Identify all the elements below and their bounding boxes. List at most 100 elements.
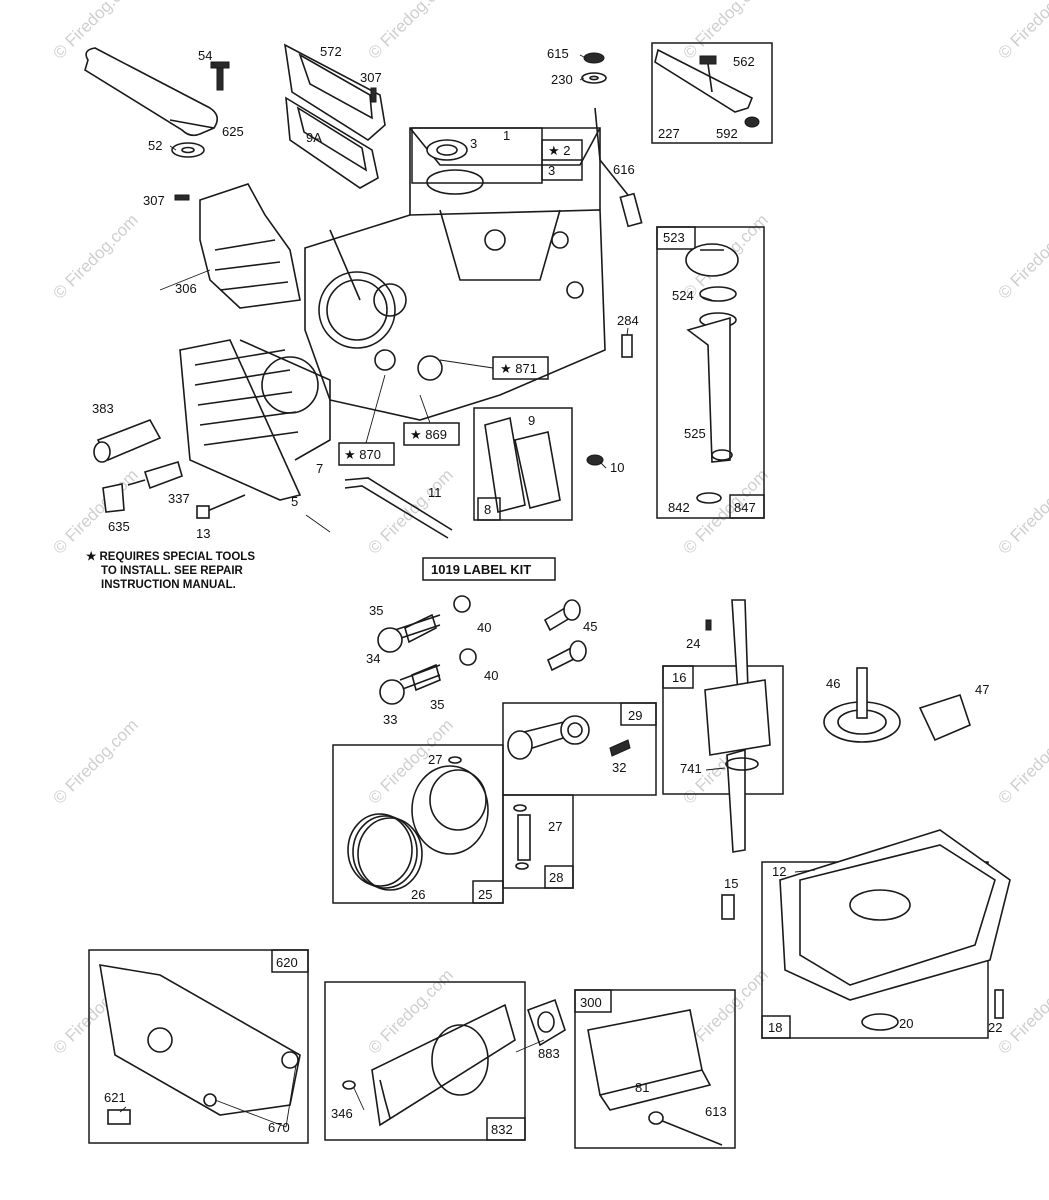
part-label: 52: [148, 138, 162, 153]
part-label: 10: [610, 460, 624, 475]
part-label: 635: [108, 519, 130, 534]
part-label: 27: [548, 819, 562, 834]
part-label: 227: [658, 126, 680, 141]
part-label: 40: [484, 668, 498, 683]
part-label: 34: [366, 651, 380, 666]
part-label: 20: [899, 1016, 913, 1031]
label-kit-box: [422, 557, 556, 581]
part-label: 307: [143, 193, 165, 208]
special-tools-note: ★ REQUIRES SPECIAL TOOLS TO INSTALL. SEE…: [86, 550, 255, 591]
screw-10: [586, 454, 604, 466]
part-label: 842: [668, 500, 690, 515]
part-label: 47: [975, 682, 989, 697]
oil-fill-tube-11: [344, 477, 453, 539]
part-label: 12: [772, 864, 786, 879]
part-label: 3: [548, 163, 555, 178]
part-label: 832: [491, 1122, 513, 1137]
oil-fill-tube-box: [656, 226, 765, 519]
part-label: 8: [484, 502, 491, 517]
part-label: 300: [580, 995, 602, 1010]
control-bracket-box: [88, 949, 309, 1144]
part-label: 562: [733, 54, 755, 69]
muffler-gasket-883: [526, 998, 566, 1047]
cam-gear-drawing: [823, 667, 971, 743]
part-label: 337: [168, 491, 190, 506]
note-line-3: INSTRUCTION MANUAL.: [101, 579, 236, 591]
part-label: 592: [716, 126, 738, 141]
part-label: 621: [104, 1090, 126, 1105]
plug-15: [721, 894, 735, 920]
watermark: © Firedog.com: [49, 715, 141, 807]
muffler-box: [574, 989, 736, 1149]
note-line-2: TO INSTALL. SEE REPAIR: [101, 565, 244, 577]
muffler-guard-box: [324, 981, 526, 1141]
part-label: 613: [705, 1104, 727, 1119]
part-label: 81: [635, 1080, 649, 1095]
part-label: 29: [628, 708, 642, 723]
part-label: 307: [360, 70, 382, 85]
part-label: 525: [684, 426, 706, 441]
part-label: 1: [503, 128, 510, 143]
part-label: 54: [198, 48, 212, 63]
part-label: 13: [196, 526, 210, 541]
part-label: 625: [222, 124, 244, 139]
part-label: 28: [549, 870, 563, 885]
part-label: 35: [369, 603, 383, 618]
nut-washer-drawing: [581, 52, 607, 84]
part-label: ★ 871: [500, 361, 537, 376]
watermark: © Firedog.com: [994, 0, 1049, 63]
part-label: 35: [430, 697, 444, 712]
part-label: 9: [528, 413, 535, 428]
part-label: 883: [538, 1046, 560, 1061]
special-tool-part-boxes: [338, 356, 549, 466]
watermark: © Firedog.com: [49, 465, 141, 557]
piston-pin-box: [502, 794, 574, 889]
part-label: ★ 2: [548, 143, 571, 158]
crankshaft-drawing: [662, 599, 784, 853]
part-label: 615: [547, 46, 569, 61]
part-label: 620: [276, 955, 298, 970]
part-label: ★ 870: [344, 447, 381, 462]
leader-lines: [119, 54, 816, 1128]
watermark: © Firedog.com: [994, 210, 1049, 302]
breather-tube-drawing: [84, 47, 230, 158]
cylinder-head-gaskets: [283, 43, 386, 189]
part-label: 616: [613, 162, 635, 177]
part-label: 346: [331, 1106, 353, 1121]
watermark: © Firedog.com: [679, 0, 771, 63]
part-label: ★ 869: [410, 427, 447, 442]
part-label: 306: [175, 281, 197, 296]
watermark: © Firedog.com: [49, 210, 141, 302]
valve-set-drawing: [377, 595, 587, 705]
part-label: 741: [680, 761, 702, 776]
piston-box: [332, 744, 504, 904]
part-label: 18: [768, 1020, 782, 1035]
part-label: 32: [612, 760, 626, 775]
part-label: 15: [724, 876, 738, 891]
part-label: 383: [92, 401, 114, 416]
part-label: 670: [268, 1120, 290, 1135]
label-kit-text: 1019 LABEL KIT: [431, 562, 531, 577]
watermark: © Firedog.com: [994, 465, 1049, 557]
part-label: 11: [428, 485, 442, 500]
part-label: 284: [617, 313, 639, 328]
spark-plug-and-fittings: [93, 419, 246, 519]
part-label: 24: [686, 636, 700, 651]
part-label: 33: [383, 712, 397, 727]
part-label: 45: [583, 619, 597, 634]
part-label: 523: [663, 230, 685, 245]
part-label: 46: [826, 676, 840, 691]
cylinder-head-drawing: [179, 339, 331, 501]
part-label: 3: [470, 136, 477, 151]
part-label: 22: [988, 1020, 1002, 1035]
part-label: 25: [478, 887, 492, 902]
part-label: 7: [316, 461, 323, 476]
note-line-1: ★ REQUIRES SPECIAL TOOLS: [86, 550, 255, 563]
part-label: 5: [291, 494, 298, 509]
watermark: © Firedog.com: [364, 0, 456, 63]
part-label: 847: [734, 500, 756, 515]
part-label: 9A: [306, 130, 322, 145]
part-number-labels: 54 572 307 615 230 562 52 625 9A 3 1 ★ 2…: [92, 44, 1002, 1137]
